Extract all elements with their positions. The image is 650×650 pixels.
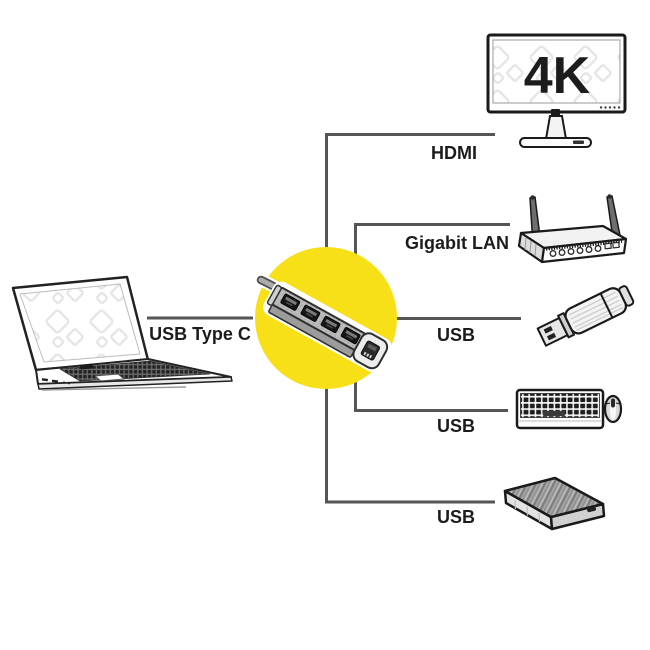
hub-usb-ports <box>280 293 361 345</box>
monitor-4k-badge: 4K <box>524 47 591 105</box>
monitor-stand-base <box>519 137 592 148</box>
laptop-icon <box>11 275 233 391</box>
label-usb-storage: USB <box>436 507 476 527</box>
label-usb-peripherals: USB <box>436 416 476 436</box>
monitor-hinge <box>551 109 560 116</box>
label-usb-type-c: USB Type C <box>149 324 251 344</box>
hub-rj45-port <box>352 332 389 370</box>
router-icon <box>517 194 628 264</box>
mouse-icon <box>603 394 623 424</box>
keyboard-icon <box>515 388 605 430</box>
monitor-stand-neck <box>544 115 568 140</box>
monitor-indicator-dots <box>599 106 621 109</box>
label-hdmi: HDMI <box>431 143 477 163</box>
label-usb-flash: USB <box>436 325 476 345</box>
usb-flash-drive-icon <box>536 285 635 347</box>
monitor-4k-icon: 4K <box>486 33 627 148</box>
external-hdd-icon <box>503 476 606 531</box>
label-gigabit-lan: Gigabit LAN <box>405 233 509 253</box>
usb-c-hub-icon <box>263 281 392 373</box>
keyboard-mouse-icon <box>515 388 623 430</box>
